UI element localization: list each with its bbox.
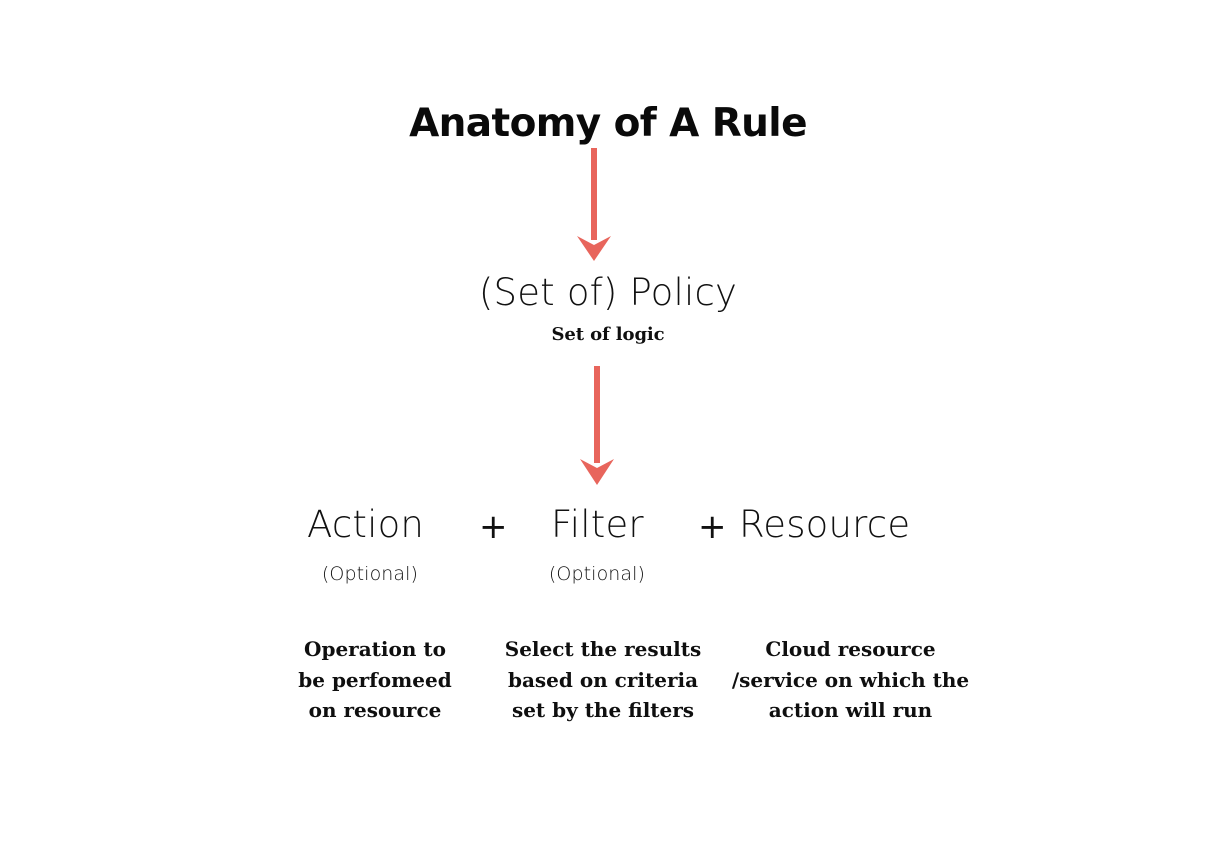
component-description-filter: Select the results based on criteria set…: [504, 637, 702, 722]
optional-label-filter: (Optional): [548, 563, 646, 585]
optional-label-action: (Optional): [321, 563, 419, 585]
component-term-filter: Filter: [551, 503, 644, 546]
plus-operator-1: +: [479, 507, 508, 547]
policy-subtitle: Set of logic: [551, 324, 665, 345]
page-title: Anatomy of A Rule: [409, 101, 807, 146]
component-term-action: Action: [307, 503, 425, 546]
plus-operator-2: +: [698, 507, 727, 547]
arrow-title-to-policy: [577, 148, 611, 261]
component-term-resource: Resource: [739, 503, 911, 546]
component-description-resource: Cloud resource /service on which the act…: [731, 637, 970, 722]
policy-heading: (Set of) Policy: [478, 271, 738, 314]
component-description-action: Operation to be perfomeed on resource: [298, 637, 452, 722]
arrow-policy-to-components: [580, 366, 614, 485]
components-row: Action + Filter + Resource: [0, 503, 1216, 557]
